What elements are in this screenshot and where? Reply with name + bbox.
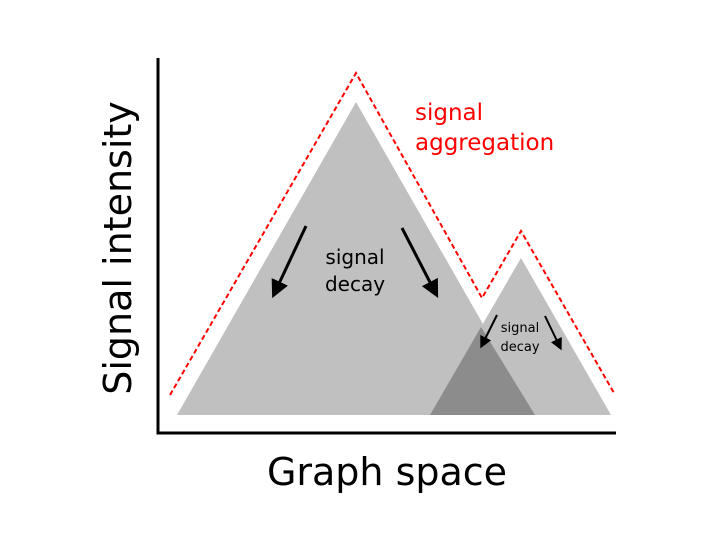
large-peak bbox=[177, 102, 535, 415]
small-decay-label-2: decay bbox=[500, 340, 539, 355]
decay-arrow-right bbox=[400, 227, 439, 298]
small-decay-arrow-left bbox=[480, 314, 498, 349]
small-decay-arrow-right bbox=[544, 315, 562, 351]
axes bbox=[156, 58, 616, 435]
small-decay-label-1: signal bbox=[501, 321, 539, 336]
decay-arrow-left bbox=[271, 225, 308, 299]
aggregation-label-1: signal bbox=[415, 100, 483, 126]
decay-label-1: signal bbox=[325, 245, 384, 269]
x-axis-label: Graph space bbox=[267, 450, 507, 494]
y-axis-label: Signal intensity bbox=[96, 101, 140, 395]
aggregation-label-2: aggregation bbox=[415, 130, 554, 156]
decay-label-2: decay bbox=[325, 272, 385, 296]
overlap-region bbox=[430, 327, 535, 415]
aggregation-dashed-line bbox=[169, 70, 615, 396]
